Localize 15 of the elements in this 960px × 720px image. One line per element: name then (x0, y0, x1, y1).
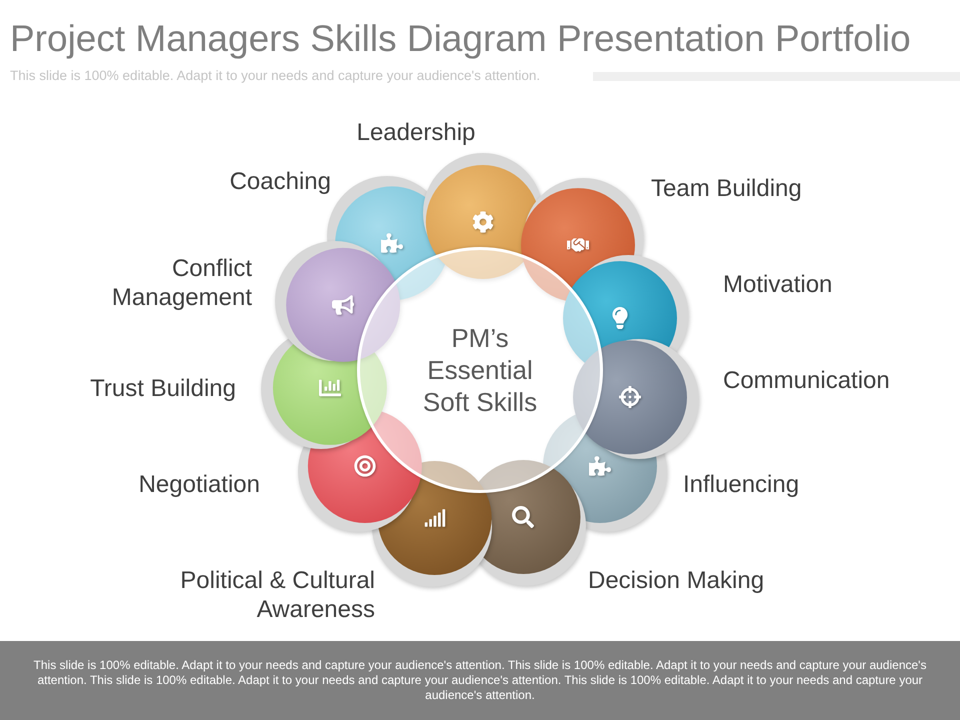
skill-label: Motivation (723, 270, 834, 299)
skill-label: Team Building (651, 174, 803, 203)
skill-label: Negotiation (138, 470, 260, 499)
skill-label: Coaching (228, 167, 331, 196)
skill-label: Decision Making (588, 566, 766, 595)
footer-text: This slide is 100% editable. Adapt it to your needs and capture your audience's attention. This slide is 100% editable. Adapt it to your needs and capture your audience's attention. This slide is 100% editable. Adapt it to your needs and capture your audience's attention. This slide is 100% editable. Adapt it to your needs and capture your audience's attention. (32, 658, 928, 703)
skill-label: Influencing (683, 470, 800, 499)
center-title: PM’s Essential Soft Skills (422, 322, 538, 418)
slide-title: Project Managers Skills Diagram Presentation Portfolio (10, 17, 911, 61)
skill-label: Trust Building (89, 374, 236, 403)
skill-label: Leadership (356, 118, 476, 147)
skill-label: Conflict Management (110, 254, 252, 312)
skill-label: Political & Cultural Awareness (179, 566, 375, 624)
slide-subtitle: This slide is 100% editable. Adapt it to your needs and capture your audience's attention. (10, 67, 540, 85)
skill-label: Communication (723, 366, 891, 395)
